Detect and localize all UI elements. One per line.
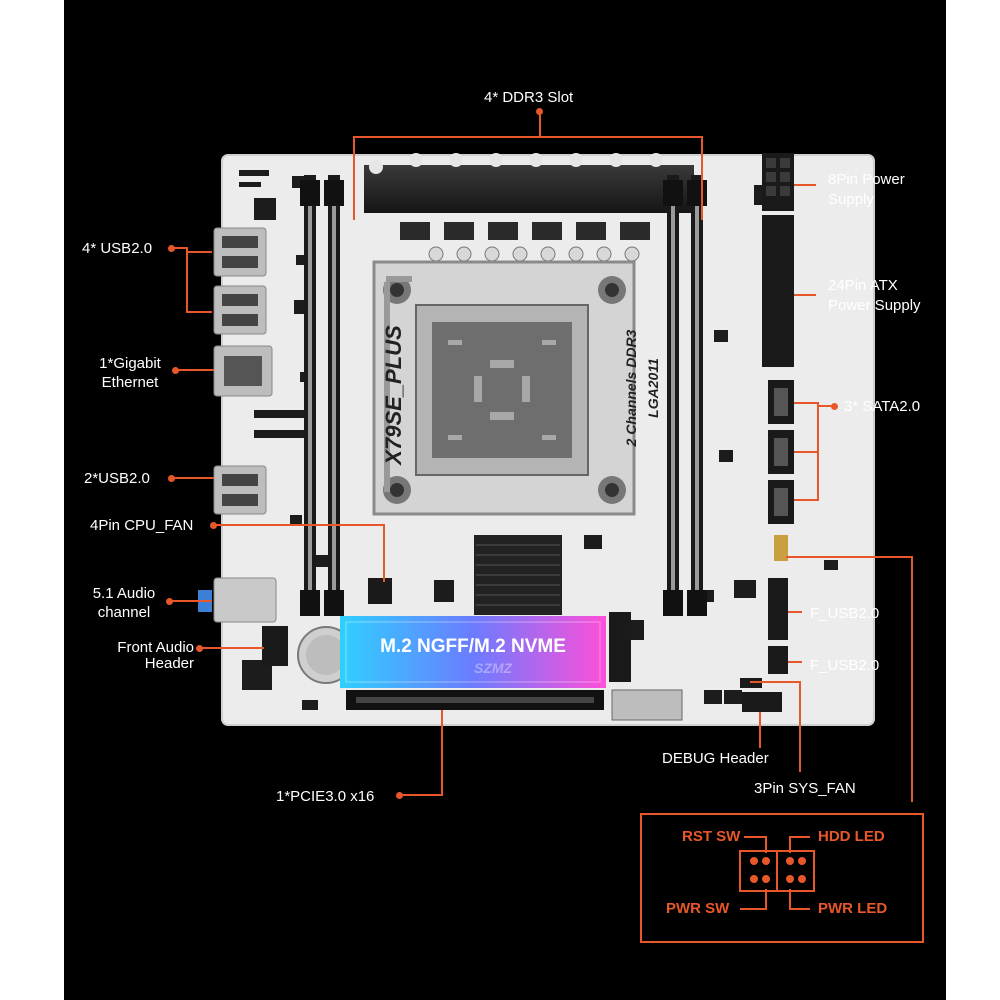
cpu-fan-header	[368, 578, 392, 604]
label-f-usb-2: F_USB2.0	[810, 657, 880, 674]
label-power8-2: Supply	[828, 191, 874, 208]
dot-sata	[831, 403, 838, 410]
front-usb-header-2	[768, 646, 788, 674]
dot-front-audio	[196, 645, 203, 652]
label-usb-rear-4: 4* USB2.0	[82, 240, 153, 257]
vrm-heatsink	[364, 165, 694, 213]
label-audio-2: channel	[97, 604, 151, 621]
dot-ethernet	[172, 367, 179, 374]
label-ddr3: 4* DDR3 Slot	[484, 89, 574, 106]
motherboard-illustration	[170, 112, 913, 802]
board-model-text: X79SE_PLUS	[381, 325, 406, 465]
rear-usb-ports-2x	[213, 465, 267, 515]
label-sata: 3* SATA2.0	[844, 398, 921, 415]
label-front-audio-2: Header	[144, 655, 194, 672]
label-usb-rear-2: 2*USB2.0	[84, 470, 150, 487]
label-atx24-1: 24Pin ATX	[828, 277, 898, 294]
dot-pcie	[396, 792, 403, 799]
label-rst-sw: RST SW	[682, 828, 741, 845]
dot-audio	[166, 598, 173, 605]
debug-header	[742, 692, 782, 712]
dot-cpu-fan	[210, 522, 217, 529]
connector-24pin-atx	[762, 215, 794, 367]
label-hdd-led: HDD LED	[818, 828, 885, 845]
label-atx24-2: Power Supply	[828, 297, 921, 314]
label-pwr-sw: PWR SW	[666, 900, 730, 917]
front-audio-header	[262, 626, 288, 666]
dot-usb2	[168, 475, 175, 482]
label-front-audio-1: Front Audio	[117, 639, 194, 656]
cpu-socket-lga2011	[372, 260, 636, 516]
label-sys-fan: 3Pin SYS_FAN	[754, 780, 856, 797]
board-chipset-text-1: 2 Channels DDR3	[623, 329, 639, 447]
label-audio-1: 5.1 Audio	[92, 585, 156, 602]
label-debug: DEBUG Header	[662, 750, 769, 767]
label-pcie: 1*PCIE3.0 x16	[276, 788, 375, 805]
label-ethernet-1: 1*Gigabit	[99, 355, 161, 372]
m2-label: M.2 NGFF/M.2 NVME	[380, 636, 566, 657]
dot-ddr3	[536, 108, 543, 115]
audio-jack-block	[213, 577, 277, 623]
front-panel-diagram: RST SW HDD LED PWR SW PWR LED	[640, 813, 924, 943]
m2-brand: SZMZ	[474, 660, 513, 676]
front-usb-header-1	[768, 578, 788, 640]
label-ethernet-2: Ethernet	[101, 374, 159, 391]
leader-lines	[170, 112, 913, 802]
label-power8-1: 8Pin Power	[828, 171, 905, 188]
label-f-usb-1: F_USB2.0	[810, 605, 880, 622]
label-cpu-fan: 4Pin CPU_FAN	[90, 517, 194, 534]
product-image-stage: X79SE_PLUS 2 Channels DDR3 LGA2011 M.2 N…	[64, 0, 946, 1000]
label-pwr-led: PWR LED	[818, 900, 888, 917]
front-panel-pinout-icon	[739, 836, 815, 910]
dot-usb4	[168, 245, 175, 252]
board-chipset-text-2: LGA2011	[645, 358, 661, 418]
m2-slot-bar	[340, 616, 606, 688]
